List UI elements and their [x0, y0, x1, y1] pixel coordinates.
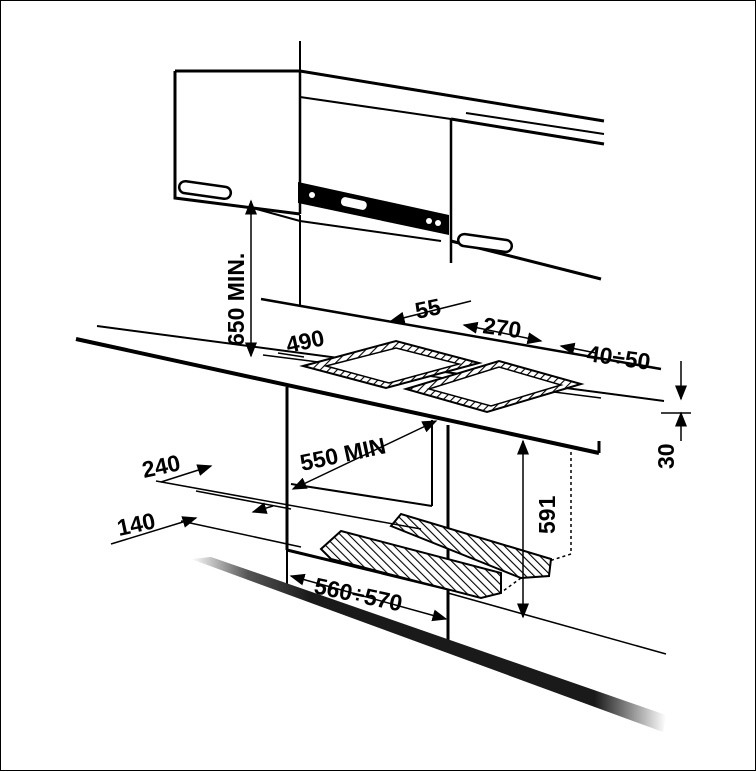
label-140: 140 — [115, 507, 158, 540]
label-30: 30 — [653, 443, 679, 469]
door-handle-right — [456, 232, 514, 254]
hob-cutout — [299, 339, 585, 414]
label-591: 591 — [534, 495, 560, 534]
label-650-min: 650 MIN. — [223, 253, 249, 346]
label-550-min: 550 MIN — [298, 432, 388, 476]
label-490: 490 — [284, 324, 327, 357]
oven-cabinet — [285, 387, 572, 641]
cabinet-hood-rail — [298, 182, 449, 235]
wall-cabinet — [173, 41, 605, 306]
dimension-lines — [110, 199, 691, 622]
door-handle-left — [177, 179, 233, 201]
label-270: 270 — [481, 312, 523, 343]
label-55: 55 — [413, 293, 444, 324]
label-40-50: 40÷50 — [585, 340, 652, 375]
